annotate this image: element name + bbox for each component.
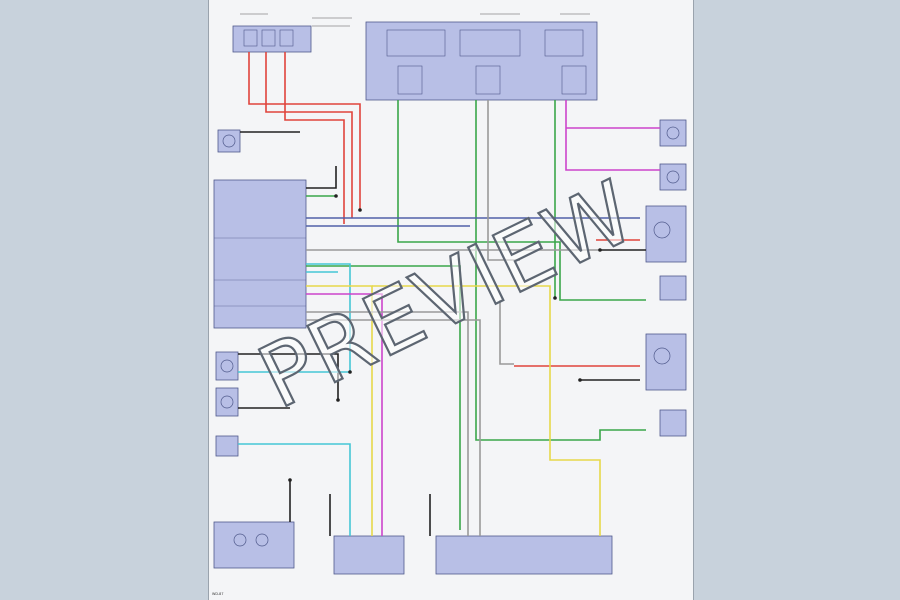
transmission-range-sensor bbox=[213, 521, 295, 569]
right-lamp-group bbox=[645, 119, 687, 437]
headlamp-switch bbox=[435, 535, 613, 575]
underhood-relay-block bbox=[365, 13, 598, 101]
splice-points bbox=[288, 194, 602, 482]
wire-harness bbox=[238, 52, 660, 536]
body-control-module bbox=[213, 179, 307, 329]
page-number: WD-87 bbox=[212, 592, 224, 596]
combination-switch bbox=[217, 129, 241, 153]
instrument-panel-fuse-block bbox=[232, 13, 352, 53]
left-lamp-group bbox=[215, 351, 239, 457]
turn-signal-switch bbox=[333, 535, 405, 575]
